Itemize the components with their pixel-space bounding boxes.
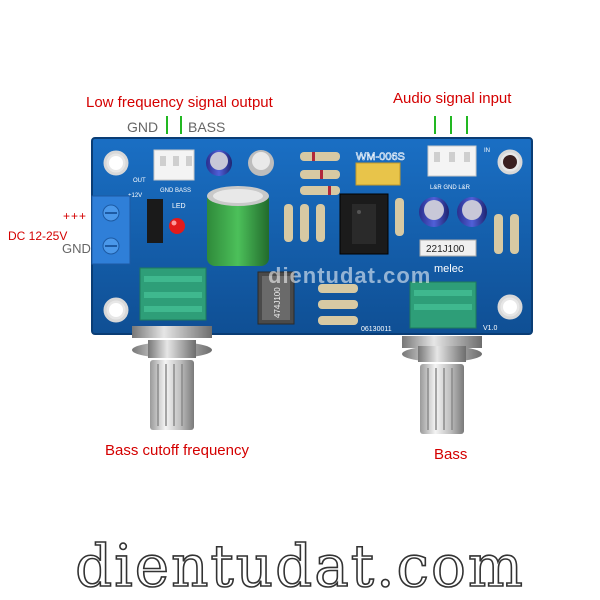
bass-label: Bass — [434, 446, 468, 463]
capacitor-blue-right — [457, 197, 487, 227]
bass-cutoff-label: Bass cutoff frequency — [105, 442, 249, 459]
input-connector — [427, 145, 477, 177]
output-connector — [153, 149, 195, 181]
dc-voltage-label: DC 12-25V — [8, 229, 68, 243]
resistor-pack — [419, 239, 477, 257]
silk-out: OUT — [133, 178, 146, 184]
silk-12v: +12V — [128, 193, 142, 199]
trimmer-code: 474J100 — [273, 287, 282, 318]
diode — [147, 199, 163, 243]
mounting-hole-icon — [497, 149, 523, 175]
mounting-hole-icon — [103, 297, 129, 323]
capacitor-blue-left — [419, 197, 449, 227]
input-left-tick — [434, 116, 436, 134]
silk-model: WM-006S — [356, 151, 405, 163]
bass-cutoff-knob[interactable] — [132, 267, 212, 430]
capacitor-small — [206, 150, 232, 176]
film-capacitor — [355, 162, 401, 186]
watermark-middle: dientudat.com — [268, 263, 432, 288]
mounting-hole-icon — [497, 294, 523, 320]
silk-input: L&R GND L&R — [430, 185, 471, 191]
gnd-power-label: GND — [62, 241, 91, 256]
led-icon — [169, 218, 185, 234]
gnd-output-label: GND — [127, 119, 159, 135]
mounting-hole-icon — [103, 150, 129, 176]
silk-version: V1.0 — [483, 325, 498, 332]
capacitor-large — [207, 186, 269, 266]
audio-signal-input-label: Audio signal input — [393, 90, 512, 107]
resistor-vertical-group — [284, 198, 519, 254]
trimmer-block — [257, 271, 295, 325]
output-gnd-tick — [166, 116, 168, 134]
brand-fragment: melec — [434, 263, 464, 275]
silk-code: 06130011 — [361, 326, 392, 333]
input-gnd-tick — [450, 116, 452, 134]
resistor-bottom-group — [318, 284, 358, 325]
resistor-row — [300, 152, 340, 195]
bass-knob[interactable] — [402, 281, 482, 434]
plus-label: +++ — [63, 209, 88, 223]
bass-output-label: BASS — [188, 119, 226, 135]
input-right-tick — [466, 116, 468, 134]
silk-led: LED — [172, 203, 186, 210]
capacitor-metal — [248, 150, 274, 176]
ic-chip — [339, 193, 389, 255]
low-frequency-output-label: Low frequency signal output — [86, 94, 273, 111]
silk-gnd-bass: GND BASS — [160, 188, 191, 194]
power-terminal — [91, 195, 131, 265]
output-bass-tick — [180, 116, 182, 134]
silk-in: IN — [484, 148, 490, 154]
resistor-pack-label: 221J100 — [426, 244, 465, 255]
watermark-bottom: dientudat.com — [74, 531, 525, 600]
